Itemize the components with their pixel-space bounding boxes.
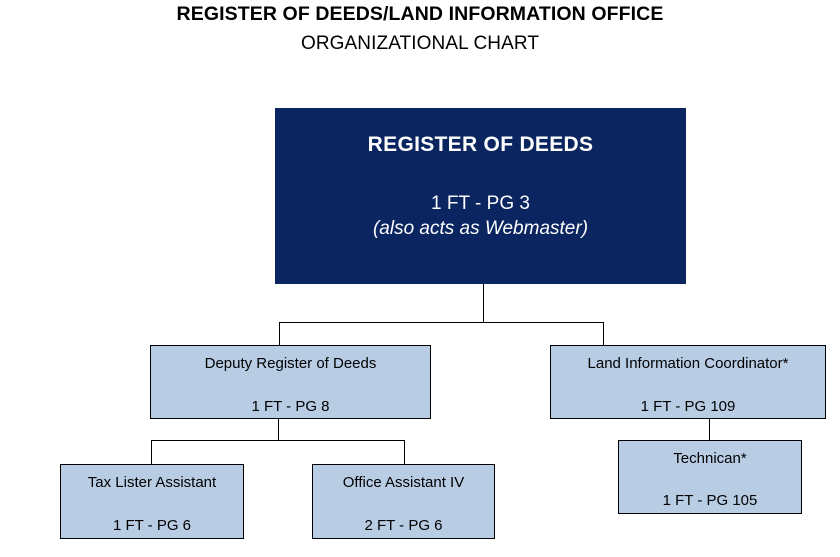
org-node-register-of-deeds[interactable]: REGISTER OF DEEDS 1 FT - PG 3 (also acts… — [275, 108, 686, 284]
org-node-land-information-coordinator[interactable]: Land Information Coordinator* 1 FT - PG … — [550, 345, 826, 419]
org-node-technican[interactable]: Technican* 1 FT - PG 105 — [618, 440, 802, 514]
org-node-detail: 1 FT - PG 8 — [251, 398, 330, 415]
connector-to-tax-lister-assistant — [151, 440, 152, 464]
chart-title-secondary: ORGANIZATIONAL CHART — [300, 33, 540, 54]
connector-root-stem — [483, 283, 484, 323]
org-node-note: (also acts as Webmaster) — [372, 218, 589, 239]
org-node-title: Land Information Coordinator* — [587, 355, 789, 372]
org-node-title: Tax Lister Assistant — [87, 474, 217, 491]
org-node-detail: 1 FT - PG 6 — [112, 517, 192, 534]
org-node-title: REGISTER OF DEEDS — [367, 133, 594, 156]
connector-level2-bus — [151, 440, 405, 441]
org-node-deputy-register-of-deeds[interactable]: Deputy Register of Deeds 1 FT - PG 8 — [150, 345, 431, 419]
connector-to-land-info-coordinator — [603, 322, 604, 345]
org-node-detail: 1 FT - PG 109 — [640, 398, 736, 415]
org-node-office-assistant-iv[interactable]: Office Assistant IV 2 FT - PG 6 — [312, 464, 495, 539]
org-node-tax-lister-assistant[interactable]: Tax Lister Assistant 1 FT - PG 6 — [60, 464, 244, 539]
org-node-title: Office Assistant IV — [342, 474, 465, 491]
connector-deputy-stem — [278, 418, 279, 441]
org-node-detail: 1 FT - PG 3 — [431, 193, 530, 214]
org-node-detail: 1 FT - PG 105 — [662, 492, 758, 509]
connector-to-office-assistant — [404, 440, 405, 464]
org-node-title: Technican* — [673, 450, 747, 467]
connector-to-technican — [709, 418, 710, 440]
chart-title-primary: REGISTER OF DEEDS/LAND INFORMATION OFFIC… — [176, 3, 664, 25]
org-node-detail: 2 FT - PG 6 — [364, 517, 443, 534]
org-node-title: Deputy Register of Deeds — [204, 355, 377, 372]
connector-level1-bus — [279, 322, 604, 323]
connector-to-deputy — [279, 322, 280, 345]
